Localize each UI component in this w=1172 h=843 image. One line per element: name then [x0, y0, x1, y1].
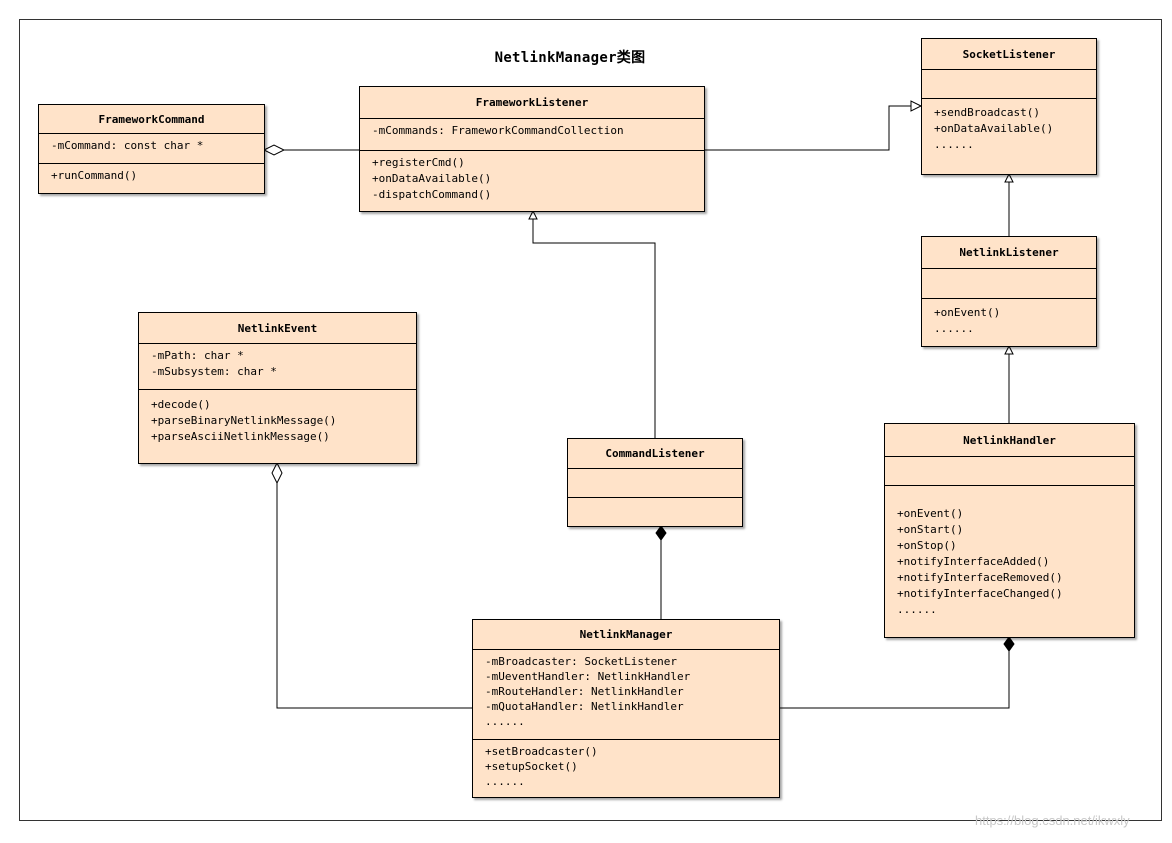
operation-line: +onDataAvailable()	[372, 172, 492, 185]
class-command-listener: CommandListener	[567, 438, 743, 527]
attribute-line: ......	[485, 715, 525, 728]
operation-line: +notifyInterfaceRemoved()	[897, 571, 1063, 584]
class-netlink-manager: NetlinkManager -mBroadcaster: SocketList…	[472, 619, 780, 798]
attribute-line: -mSubsystem: char *	[151, 365, 277, 378]
generalization-arrow-socket-listener	[910, 100, 923, 112]
class-operations: +sendBroadcast() +onDataAvailable() ....…	[922, 99, 1096, 157]
class-operations: +registerCmd() +onDataAvailable() -dispa…	[360, 151, 704, 207]
operation-line: ......	[485, 775, 525, 788]
class-name: FrameworkCommand	[39, 105, 264, 134]
generalization-arrow-netlink-listener	[1004, 344, 1014, 355]
operation-line: +sendBroadcast()	[934, 106, 1040, 119]
operation-line: +onDataAvailable()	[934, 122, 1054, 135]
class-attributes	[922, 269, 1096, 299]
class-attributes: -mPath: char * -mSubsystem: char *	[139, 344, 416, 390]
operation-line: +onStop()	[897, 539, 957, 552]
class-name: SocketListener	[922, 39, 1096, 70]
attribute-line: -mBroadcaster: SocketListener	[485, 655, 678, 668]
class-framework-command: FrameworkCommand -mCommand: const char *…	[38, 104, 265, 194]
class-operations: +runCommand()	[39, 164, 264, 188]
class-name: NetlinkManager	[473, 620, 779, 650]
class-name: CommandListener	[568, 439, 742, 469]
class-operations: +decode() +parseBinaryNetlinkMessage() +…	[139, 390, 416, 449]
aggregation-diamond-netlink-event	[271, 461, 283, 485]
class-netlink-listener: NetlinkListener +onEvent() ......	[921, 236, 1097, 347]
operation-line: +setBroadcaster()	[485, 745, 598, 758]
operation-line: +setupSocket()	[485, 760, 578, 773]
class-attributes: -mBroadcaster: SocketListener -mUeventHa…	[473, 650, 779, 740]
operation-line: +parseBinaryNetlinkMessage()	[151, 414, 337, 427]
generalization-line-command-to-framework	[532, 219, 656, 439]
watermark: https://blog.csdn.net/ikwxly	[975, 813, 1130, 828]
operation-line: +notifyInterfaceChanged()	[897, 587, 1063, 600]
operation-line: -dispatchCommand()	[372, 188, 492, 201]
class-netlink-event: NetlinkEvent -mPath: char * -mSubsystem:…	[138, 312, 417, 464]
operation-line: +runCommand()	[51, 169, 138, 182]
composition-line-manager-handler	[779, 651, 1010, 709]
class-attributes	[885, 457, 1134, 486]
class-name: NetlinkEvent	[139, 313, 416, 344]
generalization-line-framework-to-socket	[704, 105, 911, 151]
class-operations: +setBroadcaster() +setupSocket() ......	[473, 740, 779, 793]
class-attributes: -mCommand: const char *	[39, 134, 264, 164]
operation-line: ......	[897, 603, 937, 616]
aggregation-diamond-framework-command	[262, 144, 286, 156]
class-name: FrameworkListener	[360, 87, 704, 119]
class-attributes	[922, 70, 1096, 99]
operation-line: ......	[934, 138, 974, 151]
aggregation-line-event-manager	[276, 483, 473, 709]
class-operations	[568, 498, 742, 506]
composition-diamond-netlink-handler	[1003, 636, 1015, 652]
operation-line: +onEvent()	[897, 507, 964, 520]
class-name: NetlinkListener	[922, 237, 1096, 269]
operation-line: +onEvent()	[934, 306, 1001, 319]
composition-diamond-command-listener	[655, 525, 667, 541]
operation-line: +onStart()	[897, 523, 964, 536]
attribute-line: -mCommand: const char *	[51, 139, 204, 152]
class-attributes	[568, 469, 742, 498]
diagram-frame	[19, 19, 1162, 821]
attribute-line: -mRouteHandler: NetlinkHandler	[485, 685, 684, 698]
class-framework-listener: FrameworkListener -mCommands: FrameworkC…	[359, 86, 705, 212]
class-name: NetlinkHandler	[885, 424, 1134, 457]
attribute-line: -mCommands: FrameworkCommandCollection	[372, 124, 624, 137]
generalization-arrow-framework-listener	[528, 209, 538, 220]
operation-line: +notifyInterfaceAdded()	[897, 555, 1050, 568]
attribute-line: -mUeventHandler: NetlinkHandler	[485, 670, 691, 683]
attribute-line: -mPath: char *	[151, 349, 244, 362]
operation-line: +decode()	[151, 398, 211, 411]
operation-line: +parseAsciiNetlinkMessage()	[151, 430, 330, 443]
class-operations: +onEvent() +onStart() +onStop() +notifyI…	[885, 486, 1134, 622]
operation-line: ......	[934, 322, 974, 335]
class-operations: +onEvent() ......	[922, 299, 1096, 341]
class-socket-listener: SocketListener +sendBroadcast() +onDataA…	[921, 38, 1097, 175]
generalization-arrow-socket-from-netlink	[1004, 172, 1014, 183]
class-attributes: -mCommands: FrameworkCommandCollection	[360, 119, 704, 151]
operation-line: +registerCmd()	[372, 156, 465, 169]
attribute-line: -mQuotaHandler: NetlinkHandler	[485, 700, 684, 713]
diagram-title: NetlinkManager类图	[494, 50, 646, 66]
class-netlink-handler: NetlinkHandler +onEvent() +onStart() +on…	[884, 423, 1135, 638]
